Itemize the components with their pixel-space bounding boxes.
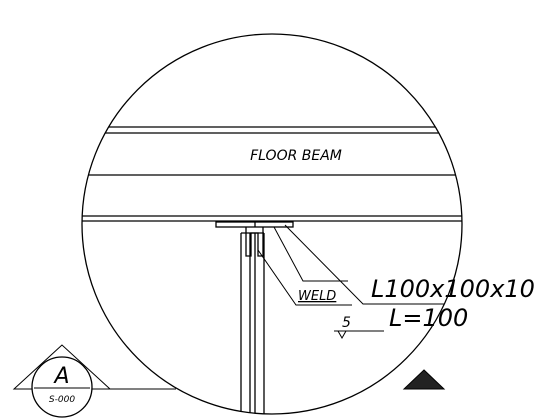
section-marker: A S-000 bbox=[12, 344, 176, 418]
angle-section-label: L100x100x10 bbox=[371, 275, 535, 303]
beam-label: FLOOR BEAM bbox=[250, 148, 342, 164]
weld-size: 5 bbox=[342, 315, 351, 331]
weld-leader-2 bbox=[273, 226, 348, 282]
detail-circle bbox=[81, 33, 463, 415]
weld-label: WELD bbox=[298, 289, 336, 304]
section-sheet-ref: S-000 bbox=[49, 395, 75, 405]
section-letter: A bbox=[52, 364, 69, 389]
weld-symbol-icon bbox=[337, 330, 347, 340]
level-marker-icon bbox=[402, 369, 446, 390]
angle-length-label: L=100 bbox=[389, 304, 468, 332]
column bbox=[240, 232, 265, 414]
weld-leader bbox=[257, 249, 352, 306]
